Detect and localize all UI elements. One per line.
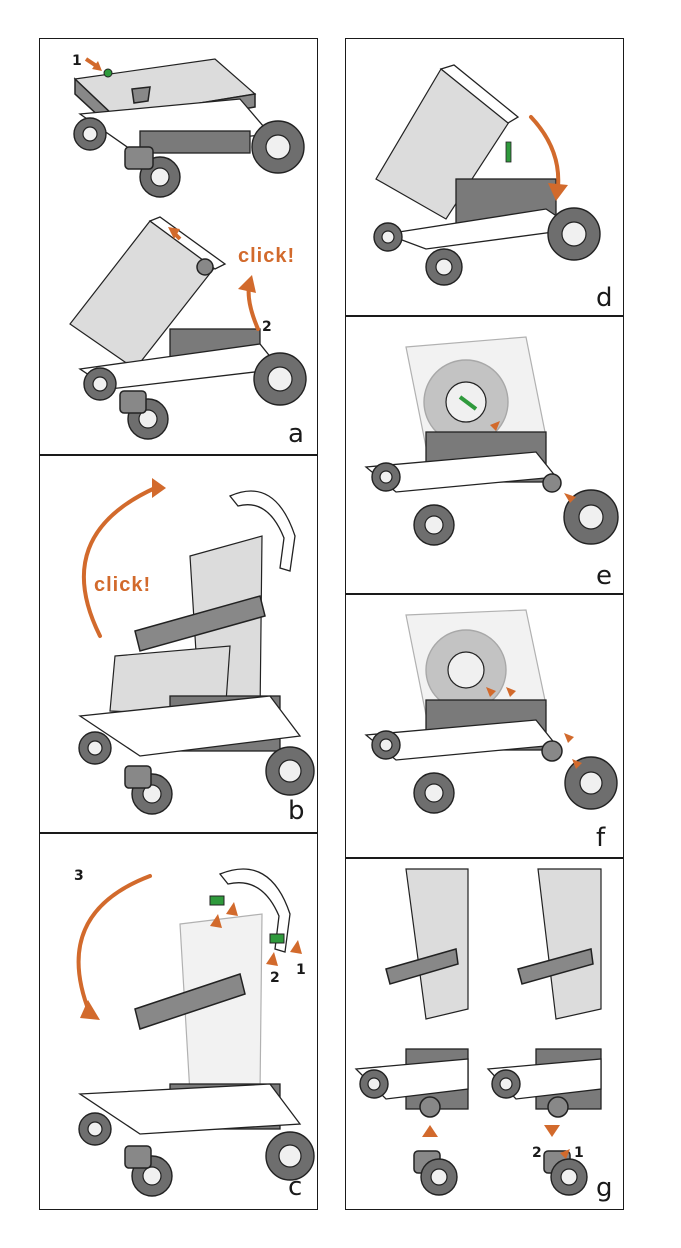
panel-label: a (288, 419, 304, 449)
panel-c: 3 2 1 c (39, 833, 318, 1210)
stroller-open-icon (40, 456, 318, 833)
step-number-1: 1 (296, 962, 306, 978)
click-text: click! (94, 574, 151, 597)
stroller-unfolding-icon (346, 39, 624, 316)
panel-label: f (596, 823, 605, 853)
step-number-3: 3 (74, 868, 84, 884)
rear-wheel-remove-icon (346, 317, 624, 594)
rear-wheel-remove-icon (346, 595, 624, 858)
panel-e: e (345, 316, 624, 594)
step-number-2: 2 (262, 319, 272, 335)
panel-label: e (596, 561, 612, 591)
step-number-2: 2 (532, 1145, 542, 1161)
panel-label: g (596, 1173, 613, 1203)
step-number-1: 1 (574, 1145, 584, 1161)
panel-label: c (288, 1172, 302, 1202)
panel-label: d (596, 283, 613, 313)
click-text: click! (238, 245, 295, 268)
panel-g: 2 1 g (345, 858, 624, 1210)
panel-label: b (288, 796, 305, 826)
step-number-2: 2 (270, 970, 280, 986)
panel-f: f (345, 594, 624, 858)
panel-d: d (345, 38, 624, 316)
panel-b: click! b (39, 455, 318, 833)
handlebar-adjust-icon (40, 834, 318, 1210)
panel-a: 1 2 click! a (39, 38, 318, 455)
step-number-1: 1 (72, 53, 82, 69)
